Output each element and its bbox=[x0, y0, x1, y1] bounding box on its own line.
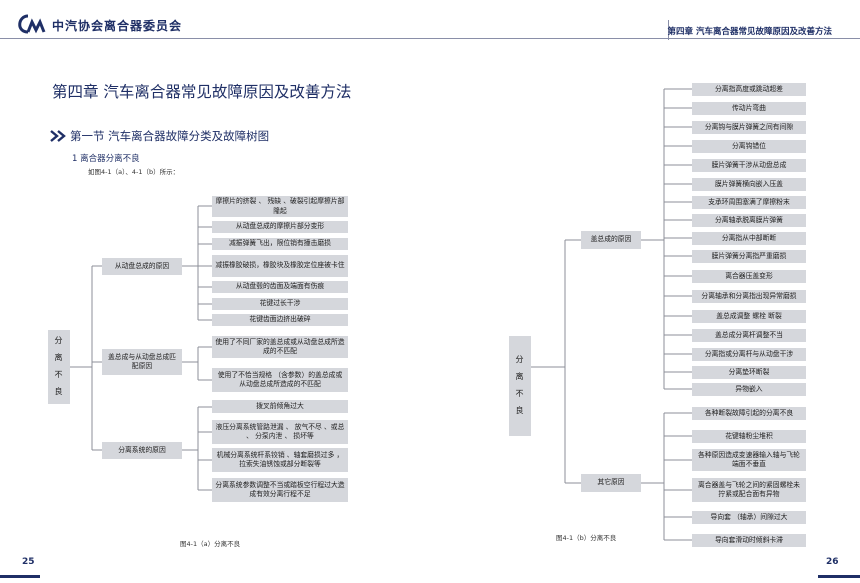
branch-box: 盖总成的原因 bbox=[581, 231, 641, 249]
cause-box: 分离指从中部断断 bbox=[692, 232, 806, 245]
cause-box: 盖总成调整 螺栓 断裂 bbox=[692, 310, 806, 323]
cause-box: 使用了不同厂家的盖总成或从动盘总成所造成的不匹配 bbox=[212, 336, 348, 358]
chapter-title: 第四章 汽车离合器常见故障原因及改善方法 bbox=[52, 83, 352, 101]
cause-box: 分离指或分离杆与从动盘干涉 bbox=[692, 348, 806, 361]
cause-box: 摩擦片的挤裂 、 残缺 、破裂引起摩擦片部隆起 bbox=[212, 196, 348, 217]
cause-box: 各种断裂故障引起的分离不良 bbox=[692, 407, 806, 420]
cause-box: 减振橡胶破损，橡胶块及橡胶定位座被卡住 bbox=[212, 255, 348, 277]
org-name: 中汽协会离合器委员会 bbox=[52, 19, 183, 33]
cause-box: 传动片弯曲 bbox=[692, 102, 806, 115]
footer-bar bbox=[0, 575, 40, 578]
branch-box: 从动盘总成的原因 bbox=[102, 258, 182, 275]
cause-box: 从动盘总成的摩擦片部分变形 bbox=[212, 221, 348, 233]
cause-box: 盖总成分离杆调整不当 bbox=[692, 329, 806, 342]
header-rule bbox=[0, 38, 860, 39]
cause-box: 分离钩错位 bbox=[692, 140, 806, 153]
fault-root: 分离不良 bbox=[509, 336, 531, 436]
cause-box: 异物嵌入 bbox=[692, 383, 806, 396]
cause-box: 离合器压盖变形 bbox=[692, 270, 806, 283]
fault-root: 分离不良 bbox=[48, 330, 70, 404]
branch-box: 其它原因 bbox=[581, 474, 641, 492]
footer-bar bbox=[818, 575, 860, 578]
cause-box: 花键轴粉尘堆积 bbox=[692, 430, 806, 443]
cause-box: 花键过长干涉 bbox=[212, 298, 348, 310]
cause-box: 机械分离系统杆系铰销 、轴套磨损过多 ，拉索失油锈蚀或部分断裂等 bbox=[212, 448, 348, 472]
double-chevron-icon bbox=[50, 130, 66, 142]
figure-caption: 图4-1（a）分离不良 bbox=[180, 540, 241, 548]
cause-box: 膜片弹簧横向嵌入压盖 bbox=[692, 178, 806, 191]
header-divider bbox=[668, 20, 669, 40]
page-number: 25 bbox=[22, 557, 35, 567]
cause-box: 分离系统参数调整不当或踏板空行程过大造成有效分离行程不足 bbox=[212, 478, 348, 502]
logo-icon bbox=[18, 14, 46, 34]
cause-box: 支承环周围塞满了摩擦粉末 bbox=[692, 196, 806, 209]
branch-box: 盖总成与从动盘总成匹配原因 bbox=[102, 349, 182, 375]
cause-box: 导向套滑动时倾斜卡滞 bbox=[692, 534, 806, 547]
cause-box: 从动盘毂的齿面及端面有伤痕 bbox=[212, 281, 348, 293]
cause-box: 液压分离系统管路泄漏 、 放气不尽 、或总 、 分泵内泄 、 损坏等 bbox=[212, 420, 348, 444]
cause-box: 分离指高度或跳动超差 bbox=[692, 83, 806, 96]
cause-box: 各种原因造成变速器输入轴与飞轮端面不垂直 bbox=[692, 449, 806, 471]
cause-box: 使用了不恰当规格 （含参数）的盖总成或从动盘总成所造成的不匹配 bbox=[212, 368, 348, 392]
cause-box: 拨叉前倾角过大 bbox=[212, 400, 348, 413]
subsection-title: 1 离合器分离不良 bbox=[72, 154, 140, 164]
figure-reference: 如图4-1（a）、4-1（b）所示： bbox=[88, 168, 180, 176]
page-number: 26 bbox=[826, 557, 839, 567]
cause-box: 导向套 （轴承）间隙过大 bbox=[692, 511, 806, 524]
cause-box: 分离垫环断裂 bbox=[692, 366, 806, 379]
section-title: 第一节 汽车离合器故障分类及故障树图 bbox=[70, 129, 270, 143]
cause-box: 膜片弹簧干涉从动盘总成 bbox=[692, 159, 806, 172]
cause-box: 花键齿面边挤出破碎 bbox=[212, 314, 348, 326]
cause-box: 膜片弹簧分离指严重磨损 bbox=[692, 250, 806, 263]
cause-box: 离合器盖与飞轮之间的紧固螺栓未拧紧或配合面有异物 bbox=[692, 478, 806, 502]
branch-box: 分离系统的原因 bbox=[102, 442, 182, 459]
running-head: 第四章 汽车离合器常见故障原因及改善方法 bbox=[667, 27, 832, 37]
cause-box: 分离轴承脱离膜片弹簧 bbox=[692, 214, 806, 227]
cause-box: 分离轴承和分离指出现异常磨损 bbox=[692, 290, 806, 303]
cause-box: 减振弹簧飞出，限位销有撞击磨损 bbox=[212, 238, 348, 250]
cause-box: 分离钩与膜片弹簧之间有间隙 bbox=[692, 121, 806, 134]
figure-caption: 图4-1（b）分离不良 bbox=[556, 534, 617, 542]
